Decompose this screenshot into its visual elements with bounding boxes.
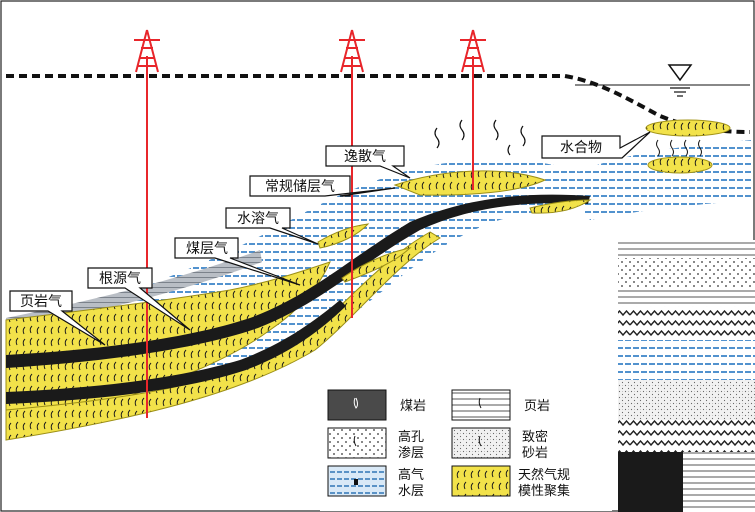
svg-text:常规储层气: 常规储层气 xyxy=(265,179,335,195)
legend-item-shale: 页岩 xyxy=(451,389,550,421)
callout-water-soluble-gas: 水溶气 xyxy=(225,207,319,245)
callout-coalbed-gas: 煤层气 xyxy=(174,237,301,286)
svg-text:模性聚集: 模性聚集 xyxy=(518,483,570,499)
svg-text:天然气规: 天然气规 xyxy=(518,467,570,483)
svg-text:逸散气: 逸散气 xyxy=(344,149,386,165)
svg-text:高孔: 高孔 xyxy=(398,429,424,445)
conventional-reservoir-gas-body xyxy=(393,170,547,196)
hydrate-body-lower xyxy=(647,156,713,174)
ground-surface-line xyxy=(6,74,751,134)
well-middle xyxy=(339,29,365,318)
callout-hydrate: 水合物 xyxy=(541,131,651,159)
svg-text:致密: 致密 xyxy=(522,429,548,445)
callout-shale-gas: 页岩气 xyxy=(9,290,106,346)
coalbed-gas-lens xyxy=(341,247,412,283)
callout-conventional-reservoir-gas: 常规储层气 xyxy=(249,175,396,197)
oil-derrick-icon xyxy=(134,29,160,73)
stratigraphic-column xyxy=(618,240,755,512)
svg-text:页岩气: 页岩气 xyxy=(20,294,62,310)
well-left xyxy=(134,29,160,418)
svg-text:砂岩: 砂岩 xyxy=(522,446,548,461)
legend-item-gas-water-layer: 高气 水层 xyxy=(327,465,424,499)
coal-seam-lower xyxy=(6,300,346,404)
svg-text:煤岩: 煤岩 xyxy=(400,399,426,414)
legend-item-coal: 煤岩 xyxy=(327,389,426,421)
oil-derrick-icon xyxy=(339,29,365,73)
svg-text:页岩: 页岩 xyxy=(524,399,550,414)
water-soluble-gas-lens xyxy=(317,223,370,249)
hydrate-body xyxy=(645,119,731,137)
crest-gas-lens xyxy=(529,199,592,214)
svg-text:高气: 高气 xyxy=(398,467,424,483)
callout-escape-gas: 逸散气 xyxy=(325,145,411,179)
legend: 煤岩 页岩 高孔 渗层 致密 砂岩 高气 水层 xyxy=(320,383,612,511)
svg-text:煤层气: 煤层气 xyxy=(186,241,228,257)
oil-derrick-icon xyxy=(460,29,486,73)
callout-source-rock-gas: 根源气 xyxy=(87,267,191,331)
water-level-triangle-icon xyxy=(667,64,693,97)
svg-text:根源气: 根源气 xyxy=(99,271,141,287)
legend-item-gas-accumulation: 天然气规 模性聚集 xyxy=(451,465,570,499)
svg-text:水合物: 水合物 xyxy=(560,140,602,156)
well-right xyxy=(460,29,486,190)
escape-gas-squiggle-icon xyxy=(434,119,526,156)
svg-text:水层: 水层 xyxy=(398,484,424,499)
svg-text:渗层: 渗层 xyxy=(398,446,424,461)
svg-text:水溶气: 水溶气 xyxy=(237,211,279,227)
hydrate-seep-icon xyxy=(656,139,702,157)
legend-item-high-porosity: 高孔 渗层 xyxy=(327,427,424,461)
legend-item-tight-sandstone: 致密 砂岩 xyxy=(451,427,548,461)
